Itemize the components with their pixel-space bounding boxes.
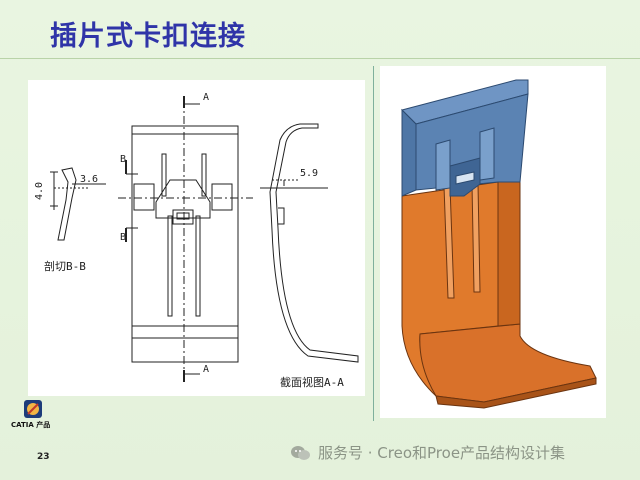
panel-divider: [373, 66, 374, 421]
plate-outline: [131, 125, 239, 363]
right-tab: [211, 183, 233, 211]
cut-label-a-bottom: A: [203, 364, 209, 375]
dim-width: 3.6: [80, 174, 98, 185]
catia-logo-label: CATIA 产品: [11, 421, 51, 429]
caption-section-bb: 剖切B-B: [44, 259, 86, 273]
clip-3d-render: [401, 79, 597, 409]
slide-title: 插片式卡扣连接: [50, 21, 246, 52]
caption-section-aa: 截面视图A-A: [280, 375, 344, 389]
engineering-drawing-panel: A A B B 4.0 3.6 5.9 剖切B-B 截面视图A-A: [28, 80, 365, 396]
render-panel: [380, 66, 606, 418]
watermark: 服务号 · Creo和Proe产品结构设计集: [290, 442, 565, 463]
wechat-icon: [291, 445, 310, 460]
watermark-text: 服务号 · Creo和Proe产品结构设计集: [318, 444, 566, 462]
cut-label-a-top: A: [203, 92, 209, 103]
catia-logo-icon: [24, 400, 42, 418]
page-number: 23: [37, 452, 50, 462]
cut-label-b-bottom: B: [120, 232, 126, 243]
engineering-drawing: A A B B 4.0 3.6 5.9 剖切B-B 截面视图A-A: [34, 92, 359, 389]
cut-label-b-top: B: [120, 154, 126, 165]
section-bb-profile: [57, 167, 77, 241]
left-tab: [133, 183, 155, 211]
section-aa-profile: [269, 123, 359, 363]
center-clip: [155, 179, 211, 219]
dim-height: 4.0: [34, 182, 45, 200]
dim-offset: 5.9: [300, 168, 318, 179]
title-underline: [0, 58, 640, 59]
